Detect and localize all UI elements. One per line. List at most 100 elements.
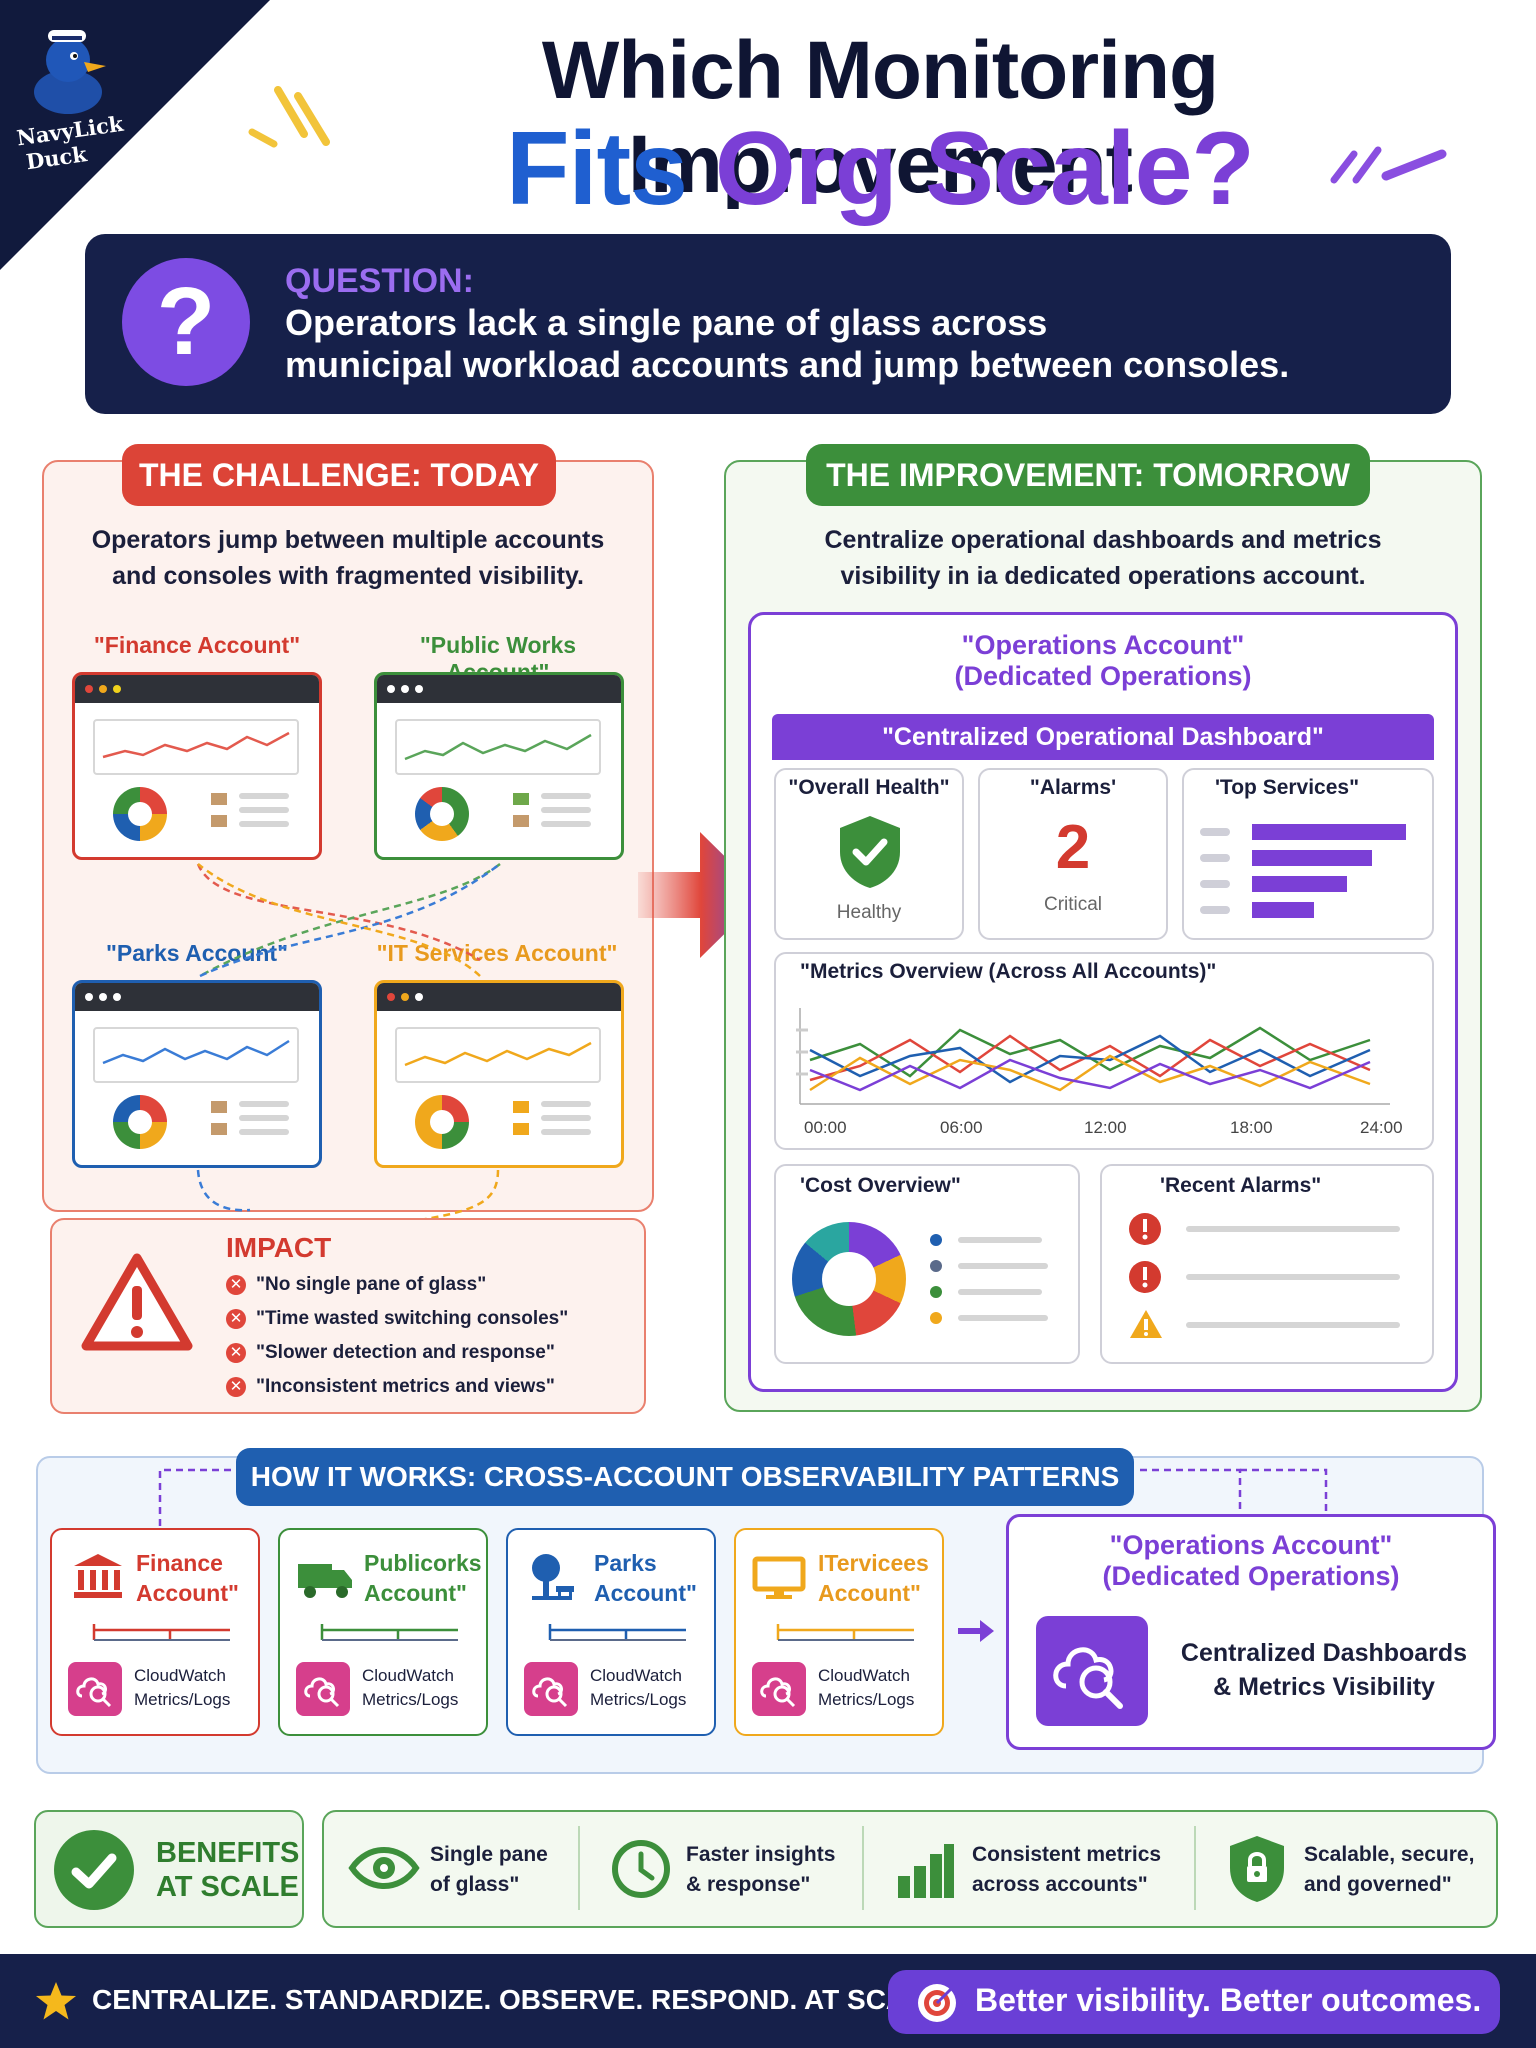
- service-label-placeholder: [1200, 854, 1230, 862]
- tree-icon: [532, 1554, 574, 1600]
- divider: [1194, 1826, 1196, 1910]
- it-services-account-label: "IT Services Account": [376, 940, 618, 966]
- clock-icon: [612, 1840, 670, 1898]
- finance-console-window: [72, 672, 322, 860]
- legend-dot: [930, 1286, 942, 1298]
- question-text: Operators lack a single pane of glass ac…: [285, 302, 1290, 385]
- x-icon: ✕: [226, 1274, 246, 1295]
- metrics-tick: 12:00: [1084, 1118, 1127, 1137]
- service-bar: [1252, 876, 1347, 892]
- transition-arrow-icon: [638, 832, 764, 958]
- parks-console-window: [72, 980, 322, 1168]
- operations-account-hub-title: "Operations Account" (Dedicated Operatio…: [1102, 1530, 1400, 1591]
- footer-tagline: CENTRALIZE. STANDARDIZE. OBSERVE. RESPON…: [92, 1984, 950, 2015]
- console-jump-arrows: [196, 863, 501, 1220]
- cost-donut-chart: [792, 1222, 906, 1336]
- finance-account-label: "Finance Account": [93, 632, 301, 658]
- dashboard-header: "Centralized Operational Dashboard": [772, 714, 1434, 760]
- service-bar: [1252, 850, 1372, 866]
- question-mark-icon: ?: [122, 258, 250, 386]
- it-services-console-window: [374, 980, 624, 1168]
- metrics-tick: 24:00: [1360, 1118, 1403, 1137]
- bar-chart-icon: [898, 1844, 954, 1898]
- impact-item: ✕"Time wasted switching consoles": [226, 1308, 568, 1330]
- operations-hub-description: Centralized Dashboards & Metrics Visibil…: [1180, 1639, 1468, 1701]
- data-flow-line: [92, 1624, 230, 1641]
- overall-health-title: "Overall Health": [788, 776, 950, 799]
- legend-dot: [930, 1260, 942, 1272]
- donut-chart-icon: [113, 1095, 167, 1149]
- x-icon: ✕: [226, 1342, 246, 1363]
- truck-icon: [298, 1564, 352, 1598]
- impact-title: IMPACT: [226, 1232, 332, 1263]
- check-circle-icon: [54, 1830, 134, 1910]
- alarms-count: 2: [1055, 813, 1091, 882]
- cloudwatch-icon: [296, 1662, 350, 1716]
- divider: [578, 1826, 580, 1910]
- alarms-card: [978, 768, 1168, 940]
- metrics-tick: 00:00: [804, 1118, 847, 1137]
- arrow-right-icon: [958, 1620, 994, 1642]
- challenge-description: Operators jump between multiple accounts…: [91, 526, 605, 590]
- operations-account-title: "Operations Account" (Dedicated Operatio…: [954, 630, 1252, 691]
- question-banner: [85, 234, 1451, 414]
- legend-dot: [930, 1312, 942, 1324]
- bank-icon: [74, 1554, 122, 1598]
- metrics-line-chart: [796, 1008, 1390, 1105]
- data-flow-line: [320, 1624, 458, 1641]
- improvement-description: Centralize operational dashboards and me…: [824, 526, 1382, 590]
- duck-logo-icon: [34, 30, 106, 114]
- impact-item: ✕"Inconsistent metrics and views": [226, 1376, 555, 1398]
- target-icon: [918, 1984, 956, 2022]
- error-icon: [1129, 1261, 1161, 1293]
- metrics-tick: 06:00: [940, 1118, 983, 1137]
- cloudwatch-icon: [752, 1662, 806, 1716]
- service-label-placeholder: [1200, 906, 1230, 914]
- recent-alarms-title: 'Recent Alarms": [1160, 1174, 1322, 1197]
- footer-pill: [888, 1970, 1500, 2034]
- benefit-item: Faster insights& response": [686, 1843, 836, 1896]
- health-status: Healthy: [836, 902, 902, 923]
- spark-left-icon: [248, 86, 330, 148]
- shield-check-icon: [840, 816, 900, 888]
- alarms-status: Critical: [1043, 894, 1103, 915]
- star-icon: [36, 1982, 76, 2020]
- donut-chart-icon: [415, 787, 469, 841]
- eye-icon: [348, 1847, 420, 1889]
- impact-item: ✕"No single pane of glass": [226, 1274, 486, 1296]
- flow-connectors: [158, 1468, 1328, 1526]
- page-title: Which Monitoring Improvement: [541, 25, 1219, 210]
- top-services-bars: [1200, 824, 1406, 918]
- error-icon: [1129, 1213, 1161, 1245]
- monitor-icon: [752, 1556, 806, 1599]
- page-subtitle: Fits Org Scale?: [506, 111, 1255, 227]
- cloudwatch-icon: [68, 1662, 122, 1716]
- metrics-overview-title: "Metrics Overview (Across All Accounts)": [800, 960, 1217, 983]
- service-bar: [1252, 824, 1406, 840]
- benefits-label-box: [34, 1810, 304, 1928]
- benefit-item: Scalable, secure,and governed": [1304, 1843, 1475, 1896]
- service-label-placeholder: [1200, 880, 1230, 888]
- benefits-list: [322, 1810, 1498, 1928]
- improvement-heading: THE IMPROVEMENT: TOMORROW: [806, 444, 1370, 506]
- divider: [862, 1826, 864, 1910]
- challenge-heading: THE CHALLENGE: TODAY: [122, 444, 556, 506]
- donut-chart-icon: [415, 1095, 469, 1149]
- alarms-title: "Alarms': [1029, 776, 1117, 799]
- warning-icon: [81, 1253, 193, 1351]
- warning-icon: [1130, 1310, 1162, 1338]
- metrics-tick: 18:00: [1230, 1118, 1273, 1137]
- shield-lock-icon: [1230, 1836, 1284, 1902]
- service-label-placeholder: [1200, 828, 1230, 836]
- legend-dot: [930, 1234, 942, 1246]
- x-icon: ✕: [226, 1376, 246, 1397]
- x-icon: ✕: [226, 1308, 246, 1329]
- donut-chart-icon: [113, 787, 167, 841]
